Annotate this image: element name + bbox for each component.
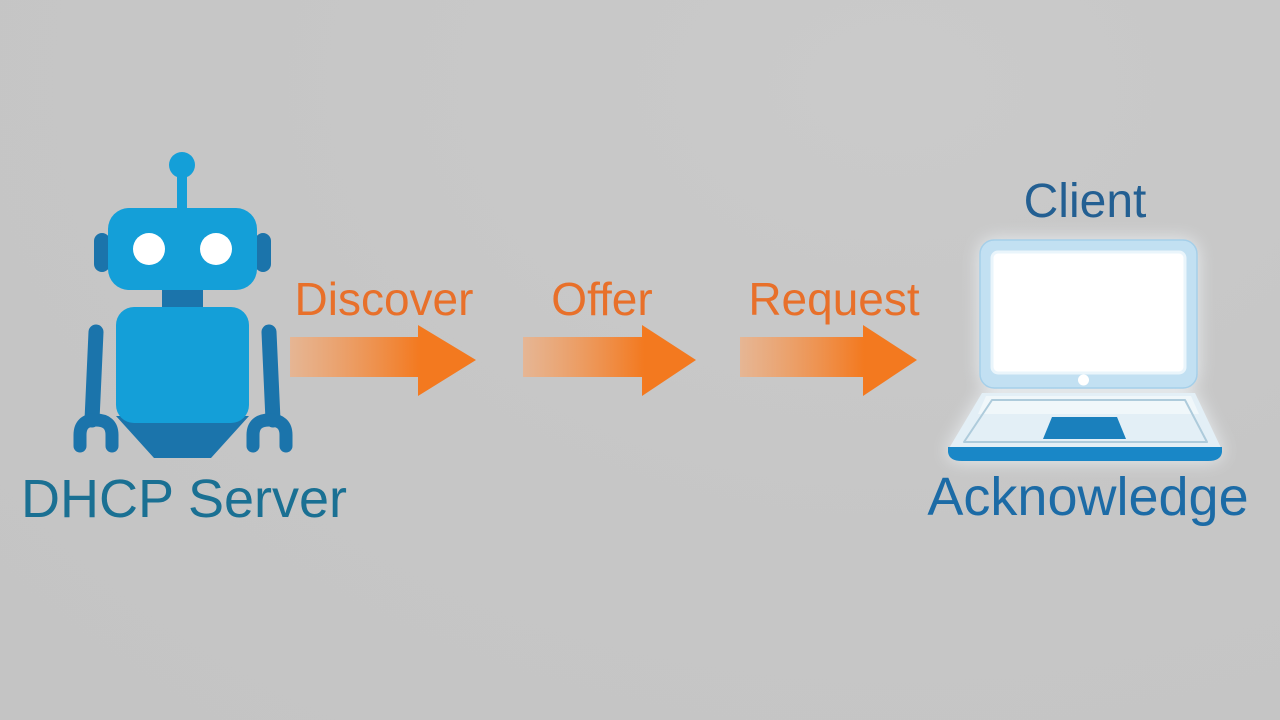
robot-hand-right <box>246 413 293 453</box>
laptop-webcam-dot <box>1078 374 1089 386</box>
robot-eyes <box>133 233 232 265</box>
robot-ear-left <box>94 233 110 272</box>
discover-arrow-icon <box>290 325 476 396</box>
discover-message-label: Discover <box>294 273 474 325</box>
offer-arrow-icon <box>523 325 696 396</box>
laptop-deck-outline <box>963 399 1208 443</box>
robot-antenna-ball <box>169 152 195 178</box>
robot-eye-right <box>200 233 232 265</box>
robot-primary-parts <box>108 152 257 423</box>
robot-ear-right <box>255 233 271 272</box>
client-label: Client <box>1023 175 1147 228</box>
laptop-trackpad <box>1043 417 1126 439</box>
robot-eye-left <box>133 233 165 265</box>
laptop-screen <box>990 250 1187 375</box>
robot-pelvis <box>116 416 249 458</box>
robot-body <box>116 307 249 423</box>
request-message-label: Request <box>748 273 920 325</box>
acknowledge-label: Acknowledge <box>927 467 1249 527</box>
laptop-base <box>948 447 1222 461</box>
robot-arm-left <box>84 324 104 428</box>
laptop-icon <box>948 239 1222 461</box>
robot-hand-left <box>73 413 119 453</box>
robot-antenna-stem <box>177 166 187 214</box>
robot-head <box>108 208 257 290</box>
robot-icon <box>73 152 293 458</box>
robot-arms <box>73 324 293 453</box>
message-arrows <box>290 325 917 396</box>
request-arrow-icon <box>740 325 917 396</box>
laptop-keyboard-band <box>978 396 1199 414</box>
robot-arm-right <box>261 324 281 428</box>
dhcp-server-label: DHCP Server <box>20 469 348 529</box>
offer-message-label: Offer <box>551 273 653 325</box>
